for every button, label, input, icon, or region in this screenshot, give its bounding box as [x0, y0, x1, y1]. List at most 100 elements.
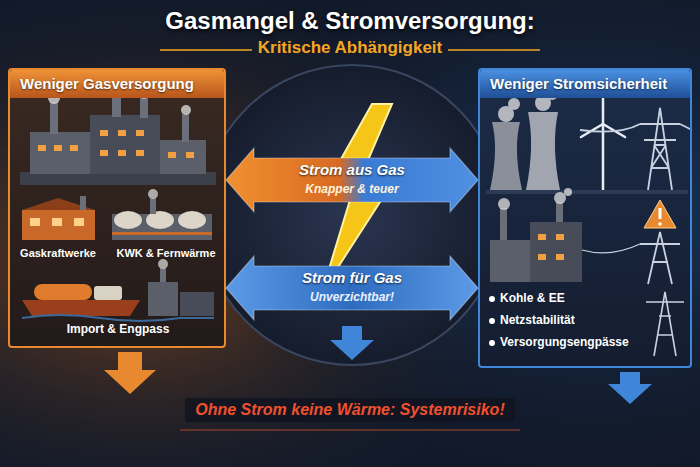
caption-rule — [180, 429, 520, 431]
icon-caption: Gaskraftwerke — [20, 246, 96, 260]
district-heating-tanks-part — [148, 189, 158, 199]
edge-label: Strom für Gas — [298, 269, 406, 286]
icon-caption: Import & Engpass — [67, 322, 170, 337]
gas-plants-icon-part — [80, 196, 86, 210]
ground-line — [486, 190, 688, 194]
arrow-subtitle: Unverzichtbar! — [310, 290, 394, 305]
gas-power-plant-part-part — [100, 150, 108, 156]
district-heating-tanks-part — [112, 232, 212, 235]
panel-heading: Weniger Gasversorgung — [10, 70, 224, 98]
coal-plant-part — [538, 234, 564, 260]
double-arrow — [226, 148, 478, 212]
district-heating-tanks — [112, 189, 212, 240]
district-heating-tanks-part — [178, 211, 206, 229]
power-pylon-part — [580, 124, 692, 132]
gas-power-plant-part-part — [100, 130, 108, 136]
pylon-warning-part — [640, 232, 680, 284]
pylon-warning-part — [658, 222, 662, 226]
coal-plant-part-part — [554, 192, 566, 204]
coal-plant-part-part — [556, 234, 564, 240]
coal-plant-part — [490, 240, 530, 282]
gas-power-plant-part-part — [70, 145, 78, 151]
bullet-text: Versorgungsengpässe — [500, 335, 629, 350]
gas-plants-icon-part — [30, 218, 40, 226]
coal-plant-part-part — [498, 198, 510, 210]
bullet-dots — [489, 296, 495, 346]
panel-heading: Weniger Stromsicherheit — [480, 70, 690, 98]
power-pylon — [580, 108, 692, 190]
title-rules-part — [448, 49, 540, 51]
lng-ship-part — [158, 259, 168, 269]
gas-power-plant-part-part — [118, 150, 126, 156]
coal-plant-part — [498, 188, 572, 210]
power-pylon-part — [648, 108, 672, 190]
arrow-subtitle: Knapper & teuer — [305, 182, 398, 197]
district-heating-tanks-part — [114, 211, 142, 229]
gas-plants-icon-part — [74, 218, 84, 226]
gas-panel-ground — [8, 68, 226, 348]
gas-power-plant-part-part — [118, 130, 126, 136]
down-arrow-blue — [608, 372, 652, 404]
cooling-towers — [490, 88, 560, 190]
lng-ship-part — [94, 286, 122, 300]
lng-ship-part — [22, 315, 214, 321]
gas-power-plant-part — [140, 98, 148, 118]
central-circle — [202, 65, 502, 365]
coal-plant-part — [500, 208, 507, 240]
panel-box: Weniger Gasversorgung — [8, 68, 226, 348]
bullet-dots-part — [489, 340, 495, 346]
gas-power-plant-part-part — [181, 105, 191, 115]
lng-ship-part — [160, 268, 166, 282]
down-arrow-center — [330, 326, 374, 360]
gas-plants-icon-part — [22, 210, 95, 240]
bullet-dots-part — [489, 296, 495, 302]
diagram-title: Gasmangel & Stromversorgung: — [0, 6, 700, 36]
coal-plant-part-part — [564, 188, 572, 196]
gas-power-plant-part — [30, 132, 90, 174]
coal-plant-part-part — [538, 234, 546, 240]
wind-turbine-part — [602, 98, 605, 124]
gas-plants-icon-part — [52, 218, 62, 226]
power-pylon-part — [640, 124, 680, 140]
pylon-warning-part — [582, 244, 640, 253]
bullet-text: Kohle & EE — [500, 291, 565, 306]
wind-turbine — [581, 98, 625, 190]
pylon-warning-part — [659, 208, 662, 219]
cooling-towers-part-part — [508, 98, 520, 110]
coal-plant-part — [556, 202, 563, 222]
double-arrow — [226, 256, 478, 320]
gas-power-plant-part — [90, 115, 160, 174]
cooling-towers-part — [526, 112, 560, 190]
bullet-dots-part — [489, 318, 495, 324]
gas-plants-icon — [22, 196, 95, 240]
lng-ship-part — [34, 284, 92, 300]
gas-power-plant-part — [160, 140, 206, 174]
down-arrow-orange — [104, 352, 156, 394]
gas-power-plant-part — [50, 102, 58, 134]
coal-plant — [490, 188, 582, 282]
icon-caption: KWK & Fernwärme — [116, 246, 215, 260]
gas-power-plant-part-part — [136, 150, 144, 156]
lng-ship-part — [22, 300, 140, 316]
coal-plant-part-part — [538, 254, 546, 260]
gas-power-plant-part-part — [38, 145, 46, 151]
pylon-warning — [582, 200, 680, 284]
gas-power-plant-part-part — [136, 130, 144, 136]
coal-plant-part — [530, 222, 582, 282]
subtitle: Kritische Abhängigkeit — [258, 38, 443, 58]
power-panel-ground — [478, 68, 692, 368]
small-pylon — [646, 292, 684, 356]
wind-turbine-part — [602, 126, 605, 190]
edge-label: Strom aus Gas — [295, 161, 409, 178]
lng-ship — [22, 259, 214, 321]
gas-power-plant-part — [38, 130, 194, 158]
gas-power-plant-part-part — [54, 145, 62, 151]
district-heating-tanks-part — [150, 198, 156, 214]
bullet-text: Netzstabilität — [500, 313, 575, 328]
lng-ship-part — [148, 282, 178, 316]
gas-power-plant-part-part — [186, 152, 194, 158]
pylon-warning-part — [644, 200, 676, 228]
